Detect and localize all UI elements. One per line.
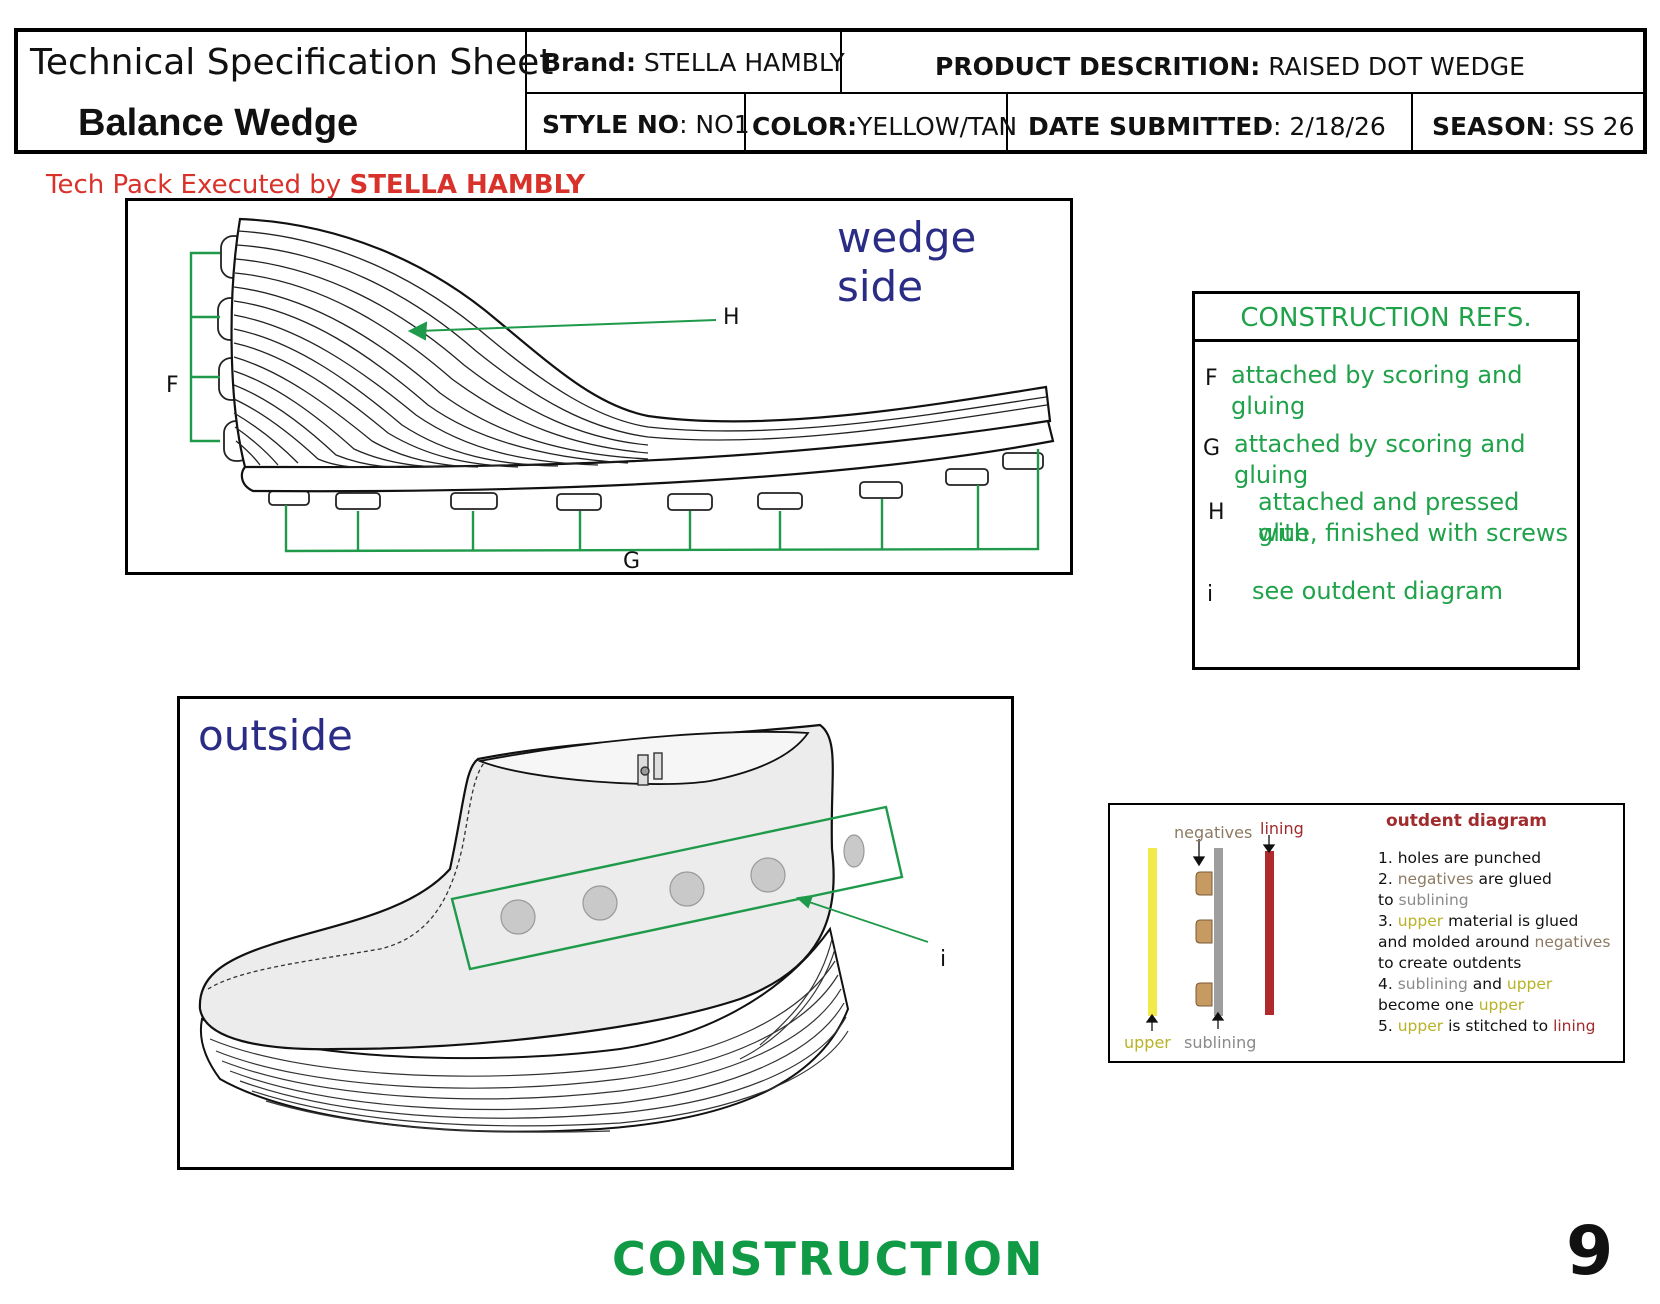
callout-g-bracket (284, 449, 1040, 553)
brand-value: STELLA HAMBLY (643, 48, 845, 77)
outdent-layers-drawing (1145, 835, 1276, 1031)
outdent-diagram-title: outdent diagram (1386, 811, 1547, 831)
ref-letter-i: i (1207, 582, 1214, 607)
season-field: SEASON: SS 26 (1432, 112, 1635, 141)
step-2-cont: to sublining (1378, 891, 1469, 909)
ref-letter-f: F (1205, 366, 1218, 391)
callout-g-label: G (623, 549, 641, 574)
step-2: 2. negatives are glued (1378, 870, 1552, 888)
ref-text-h-line1: attached and pressed with (1258, 488, 1520, 547)
date-label: DATE SUBMITTED (1028, 112, 1274, 141)
executed-by-name: STELLA HAMBLY (349, 170, 585, 200)
wedge-side-title: wedge side (837, 213, 977, 311)
step-3-cont2: to create outdents (1378, 954, 1522, 972)
wedge-contour-lines (233, 230, 1048, 468)
ref-text-f: attached by scoring and gluing (1231, 361, 1523, 420)
executed-by-prefix: Tech Pack Executed by (46, 170, 350, 200)
lining-layer (1265, 851, 1274, 1015)
spec-header-table: Technical Specification Sheet Balance We… (14, 28, 1647, 154)
callout-f-label: F (166, 373, 179, 398)
outside-drawing (198, 723, 929, 1133)
sublining-label: sublining (1184, 1033, 1257, 1052)
date-value: : 2/18/26 (1273, 112, 1386, 141)
callout-h-label: H (723, 305, 740, 330)
description-label: PRODUCT DESCRITION: (935, 52, 1261, 81)
ref-text-h-line2: glue, finished with screws (1258, 519, 1568, 547)
negatives-label: negatives (1174, 823, 1253, 842)
ref-letter-g: G (1203, 436, 1221, 461)
lining-label: lining (1260, 819, 1304, 838)
ref-text-i: see outdent diagram (1252, 577, 1504, 605)
style-value: : NO1 (679, 110, 750, 139)
sublining-layer (1214, 848, 1223, 1016)
step-1: 1. holes are punched (1378, 849, 1542, 867)
upper-layer (1148, 848, 1157, 1016)
ref-text-g: attached by scoring and gluing (1234, 430, 1526, 489)
executed-by-line: Tech Pack Executed by STELLA HAMBLY (46, 170, 585, 200)
construction-refs-title: CONSTRUCTION REFS. (1240, 303, 1532, 333)
negatives-bumps (1195, 871, 1213, 1007)
color-label: COLOR: (752, 112, 858, 141)
step-4-cont: become one upper (1378, 996, 1525, 1014)
callout-h-arrow (407, 319, 717, 341)
color-field: COLOR:YELLOW/TAN (752, 112, 1017, 141)
description-value: RAISED DOT WEDGE (1268, 52, 1525, 81)
outdent-band (450, 805, 904, 971)
wedge-side-view: wedge side F H G (125, 198, 1073, 575)
color-value: YELLOW/TAN (857, 112, 1018, 141)
date-field: DATE SUBMITTED: 2/18/26 (1028, 112, 1386, 141)
outside-view: outside i (177, 696, 1014, 1170)
style-field: STYLE NO: NO1 (542, 110, 750, 139)
sheet-title: Technical Specification Sheet (30, 42, 554, 83)
ref-letter-h: H (1208, 500, 1225, 525)
wedge-bottom-pegs (268, 452, 1044, 511)
callout-i-arrow (795, 894, 929, 943)
section-footer-title: CONSTRUCTION (612, 1232, 1045, 1286)
upper-label: upper (1124, 1033, 1171, 1052)
description-field: PRODUCT DESCRITION: RAISED DOT WEDGE (935, 52, 1525, 81)
construction-refs-header: CONSTRUCTION REFS. (1195, 294, 1577, 342)
wedge-drawing (189, 217, 1055, 553)
outside-wedge-stripes (209, 938, 849, 1133)
style-label: STYLE NO (542, 110, 680, 139)
brand-field: Brand: STELLA HAMBLY (542, 48, 845, 77)
step-3: 3. upper material is glued (1378, 912, 1579, 930)
product-name: Balance Wedge (78, 102, 359, 144)
season-value: : SS 26 (1546, 112, 1635, 141)
outdent-diagram: negatives lining upper sublining outdent… (1108, 803, 1625, 1063)
page-number: 9 (1566, 1212, 1614, 1291)
step-5: 5. upper is stitched to lining (1378, 1017, 1596, 1035)
callout-i-label: i (940, 947, 947, 972)
construction-refs-box: CONSTRUCTION REFS. F attached by scoring… (1192, 291, 1580, 670)
step-4: 4. sublining and upper (1378, 975, 1553, 993)
outside-title: outside (198, 711, 353, 760)
step-3-cont: and molded around negatives (1378, 933, 1611, 951)
raised-dots (500, 834, 865, 935)
season-label: SEASON (1432, 112, 1547, 141)
callout-f-bracket (189, 251, 220, 443)
zipper (637, 752, 663, 786)
brand-label: Brand: (542, 48, 636, 77)
